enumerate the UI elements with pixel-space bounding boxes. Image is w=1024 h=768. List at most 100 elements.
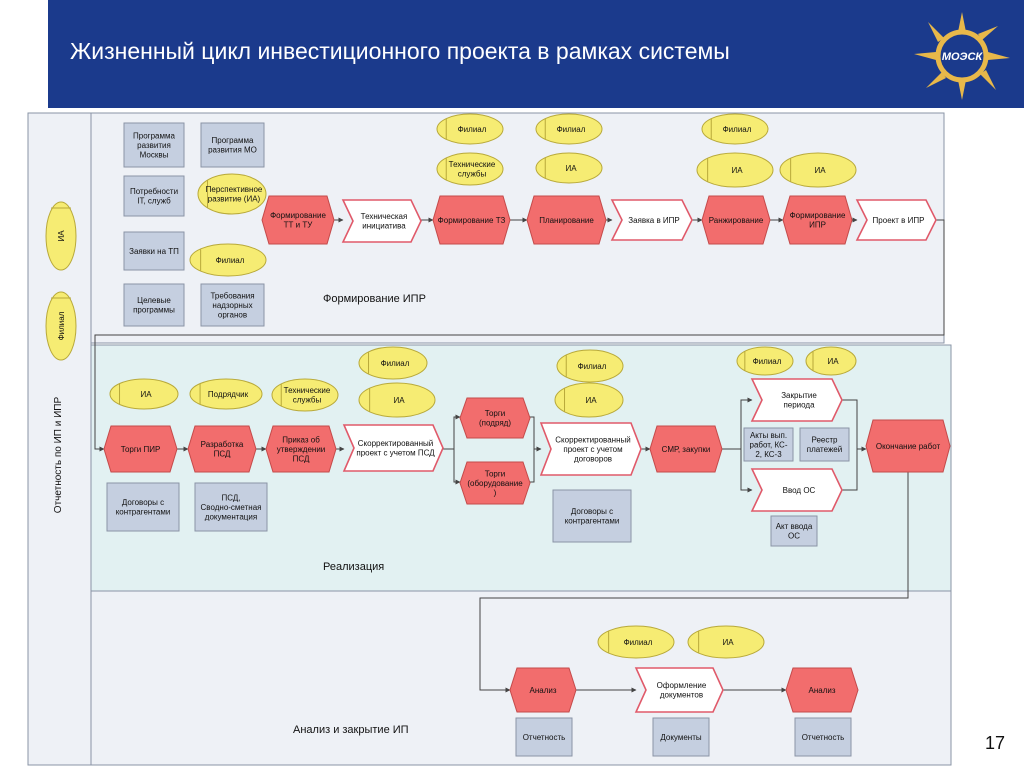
document-acts-works: Акты вып.работ, КС-2, КС-3 — [743, 427, 794, 462]
event-corrected-contracts-text: проект с учетом — [563, 445, 622, 454]
logo-text: МОЭСК — [942, 51, 984, 63]
role-ia-7-text: ИА — [827, 357, 839, 366]
function-psd-dev-text: ПСД — [214, 450, 231, 459]
function-tender-contract-text: (подряд) — [479, 419, 511, 428]
function-tender-contract: Торги(подряд) — [459, 397, 531, 439]
role-branch-7-text: Филиал — [753, 357, 782, 366]
side-lane-label: Отчетность по ИП и ИПР — [53, 397, 64, 514]
event-ipr-request-text: Заявка в ИПР — [628, 216, 680, 225]
function-tender-equipment: Торги(оборудование) — [459, 461, 531, 505]
role-branch-2: Филиал — [535, 113, 603, 145]
function-ranking-text: Ранжирование — [709, 216, 764, 225]
function-analysis-1-text: Анализ — [529, 686, 556, 695]
document-payments-registry-text: платежей — [807, 445, 842, 454]
document-documents-text: Документы — [660, 733, 701, 742]
side-role-branch: Филиал — [45, 291, 77, 361]
function-smr: СМР, закупки — [649, 425, 723, 473]
role-ia-6-text: ИА — [585, 396, 597, 405]
function-analysis-2-text: Анализ — [808, 686, 835, 695]
document-psd-docs-text: ПСД, — [222, 493, 241, 502]
document-tp-requests-text: Заявки на ТП — [129, 247, 179, 256]
slide-header: Жизненный цикл инвестиционного проекта в… — [0, 0, 1024, 108]
role-prospective-ia-text: развитие (ИА) — [208, 195, 261, 204]
role-branch-4: Филиал — [189, 243, 267, 277]
function-end-works: Окончание работ — [865, 419, 951, 473]
document-contracts-1-text: контрагентами — [116, 508, 171, 517]
function-tender-equipment-text: ) — [494, 488, 497, 497]
function-tender-equipment-text: (оборудование — [467, 479, 523, 488]
role-ia-4: ИА — [109, 378, 179, 410]
role-ia-3: ИА — [779, 152, 857, 188]
function-planning-text: Планирование — [539, 216, 594, 225]
function-tt-tu-text: ТТ и ТУ — [284, 221, 314, 230]
function-end-works-text: Окончание работ — [876, 442, 941, 451]
function-ranking: Ранжирование — [701, 195, 771, 245]
function-tz-text: Формирование ТЗ — [438, 216, 506, 225]
event-period-close-text: периода — [783, 401, 815, 410]
function-psd-order-text: Приказ об — [282, 435, 320, 444]
role-ia-7: ИА — [805, 346, 857, 376]
event-period-close-text: Закрытие — [781, 391, 817, 400]
role-tech-services-2-text: Технические — [284, 386, 331, 395]
document-supervision-req-text: Требования — [210, 291, 254, 300]
side-role-ia: ИА — [45, 201, 77, 271]
role-ia-2: ИА — [696, 152, 774, 188]
document-mo-program-text: Программа — [212, 136, 254, 145]
document-acts-works-text: 2, КС-3 — [755, 450, 782, 459]
role-branch-3-text: Филиал — [723, 125, 752, 134]
role-ia-5-text: ИА — [393, 396, 405, 405]
role-contractor: Подрядчик — [189, 378, 263, 410]
document-it-needs-text: IT, служб — [137, 197, 171, 206]
document-psd-docs-text: Сводно-сметная — [201, 503, 262, 512]
document-documents: Документы — [652, 717, 710, 757]
role-ia-6: ИА — [554, 382, 624, 418]
document-contracts-2-text: Договоры с — [571, 507, 613, 516]
event-tech-initiative-text: Техническая — [361, 212, 408, 221]
function-ipr-form-text: Формирование — [790, 211, 846, 220]
event-doc-formalization-text: Оформление — [657, 681, 707, 690]
role-branch-5: Филиал — [358, 346, 428, 380]
header-accent-stripe — [0, 0, 48, 108]
role-branch-4-text: Филиал — [216, 256, 245, 265]
document-reporting-2: Отчетность — [794, 717, 852, 757]
role-branch-1-text: Филиал — [458, 125, 487, 134]
document-target-programs-text: Целевые — [137, 296, 171, 305]
lane-label-analysis: Анализ и закрытие ИП — [293, 724, 409, 736]
slide-title: Жизненный цикл инвестиционного проекта в… — [70, 38, 730, 64]
function-psd-order-text: ПСД — [293, 454, 310, 463]
document-moscow-program-text: Москвы — [140, 150, 169, 159]
event-doc-formalization-text: документов — [660, 691, 703, 700]
function-analysis-1: Анализ — [509, 667, 577, 713]
role-branch-5-text: Филиал — [381, 359, 410, 368]
role-branch-3: Филиал — [701, 113, 769, 145]
document-commissioning-act-text: ОС — [788, 532, 800, 541]
document-it-needs-text: Потребности — [130, 187, 178, 196]
function-tz: Формирование ТЗ — [432, 195, 511, 245]
document-tp-requests: Заявки на ТП — [123, 231, 185, 271]
role-branch-2-text: Филиал — [557, 125, 586, 134]
function-psd-order-text: утверждении — [277, 445, 326, 454]
role-ia-1-text: ИА — [565, 164, 577, 173]
function-tender-equipment-text: Торги — [485, 469, 506, 478]
functions-layer: Формирование ТТ и ТУ Формирование ТЗ Планир… — [103, 195, 951, 713]
role-branch-8: Филиал — [597, 625, 675, 659]
document-acts-works-text: Акты вып. — [750, 431, 787, 440]
function-tender-contract-text: Торги — [485, 409, 506, 418]
function-pir-tender-text: Торги ПИР — [121, 445, 161, 454]
